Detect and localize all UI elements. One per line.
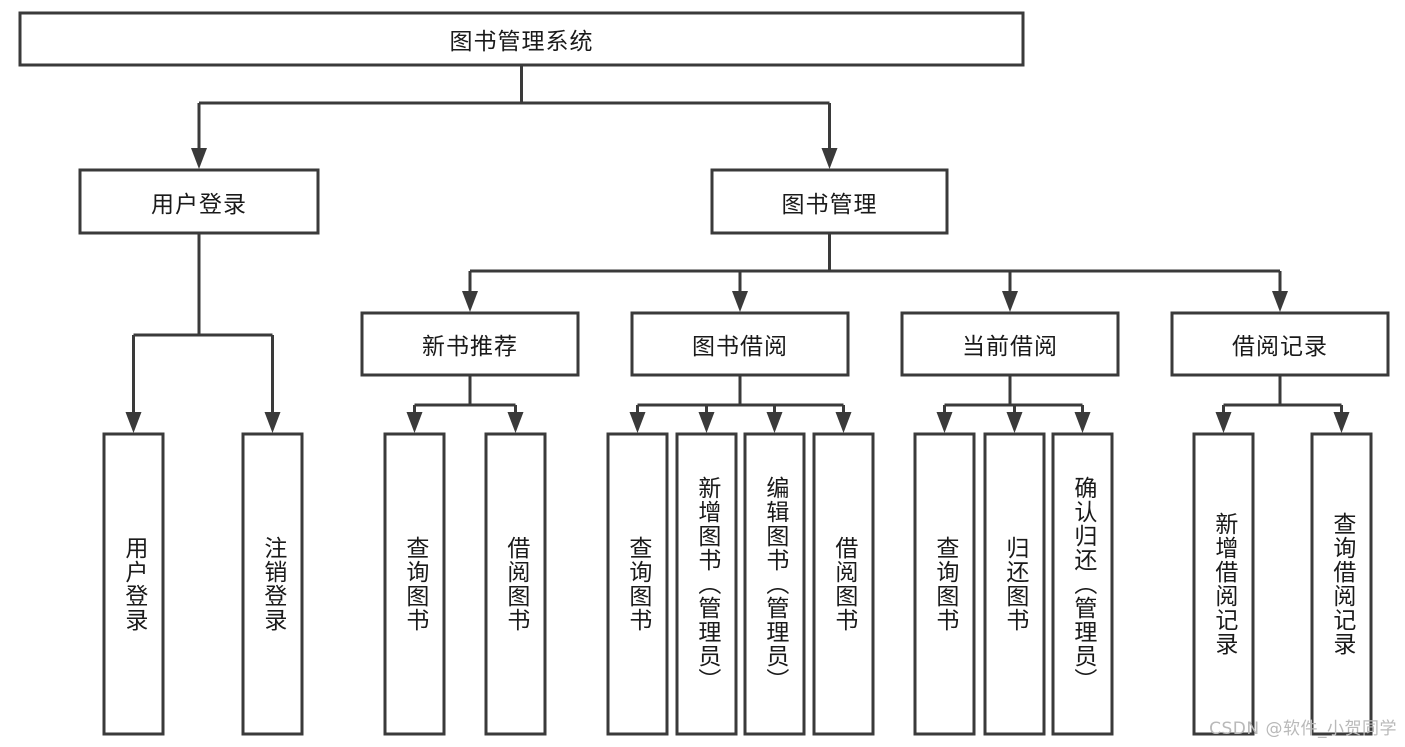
arrow-head-icon (1272, 291, 1288, 312)
connector-group-current-borrow (936, 375, 1091, 433)
node-box-user-login[interactable] (78, 168, 320, 235)
arrow-head-icon (406, 412, 423, 433)
node-box-leaf-borrow-edit[interactable] (743, 432, 806, 736)
connector-group-new-book-rec (406, 375, 524, 433)
connector-group-user-login (125, 233, 281, 433)
node-box-leaf-cur-confirm[interactable] (1051, 432, 1114, 736)
arrow-head-icon (936, 412, 953, 433)
arrow-head-icon (766, 412, 783, 433)
arrow-head-icon (1333, 412, 1350, 433)
connector-layer (125, 65, 1350, 433)
arrow-head-icon (698, 412, 715, 433)
node-box-leaf-cur-query[interactable] (913, 432, 976, 736)
node-box-leaf-rec-search[interactable] (1310, 432, 1373, 736)
arrow-head-icon (191, 148, 207, 169)
connector-group-borrow-record (1215, 375, 1350, 433)
connector-group-book-borrow (629, 375, 852, 433)
arrow-head-icon (1006, 412, 1023, 433)
node-box-current-borrow[interactable] (900, 311, 1120, 377)
arrow-head-icon (264, 412, 281, 433)
node-box-book-manage[interactable] (710, 168, 949, 235)
arrow-head-icon (507, 412, 524, 433)
node-box-new-book-rec[interactable] (360, 311, 580, 377)
watermark-text: CSDN @软件_小贺同学 (1209, 719, 1397, 739)
node-box-leaf-rec-query[interactable] (383, 432, 446, 736)
arrow-head-icon (125, 412, 142, 433)
arrow-head-icon (629, 412, 646, 433)
node-box-leaf-cur-return[interactable] (983, 432, 1046, 736)
arrow-head-icon (1074, 412, 1091, 433)
box-layer (18, 11, 1390, 736)
arrow-head-icon (732, 291, 748, 312)
arrow-head-icon (821, 148, 838, 169)
node-box-leaf-rec-borrow[interactable] (484, 432, 547, 736)
arrow-head-icon (835, 412, 852, 433)
node-box-book-borrow[interactable] (630, 311, 850, 377)
node-box-leaf-rec-add[interactable] (1192, 432, 1255, 736)
connector-group-book-manage (462, 233, 1288, 312)
node-box-root[interactable] (18, 11, 1025, 67)
node-box-leaf-user-login[interactable] (102, 432, 165, 736)
node-box-leaf-borrow-add[interactable] (675, 432, 738, 736)
arrow-head-icon (462, 291, 478, 312)
arrow-head-icon (1002, 291, 1018, 312)
arrow-head-icon (1215, 412, 1232, 433)
connector-group-root (191, 65, 838, 169)
node-box-leaf-borrow-query[interactable] (606, 432, 669, 736)
node-box-leaf-user-logout[interactable] (241, 432, 304, 736)
node-box-leaf-borrow-lend[interactable] (812, 432, 875, 736)
node-box-borrow-record[interactable] (1170, 311, 1390, 377)
